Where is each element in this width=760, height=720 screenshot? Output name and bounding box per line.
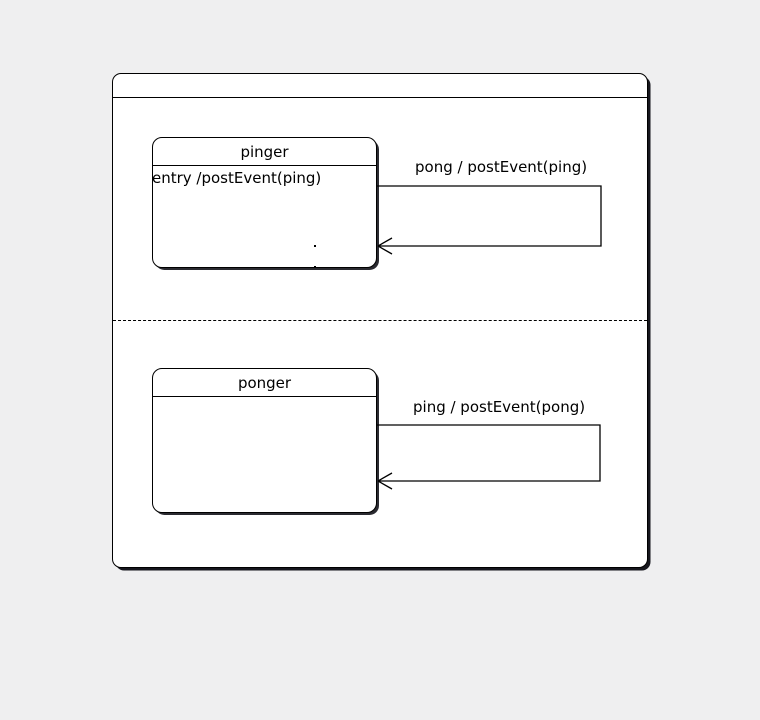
state-pinger-entry-action: entry /postEvent(ping) <box>153 169 322 187</box>
state-ponger-name: ponger <box>153 369 376 397</box>
render-artifact-dot <box>314 266 316 267</box>
transition-label-pinger-self: pong / postEvent(ping) <box>415 158 588 176</box>
state-ponger[interactable]: ponger <box>152 368 377 513</box>
state-pinger-body: entry /postEvent(ping) <box>153 166 376 267</box>
state-ponger-body <box>153 397 376 512</box>
orthogonal-region-divider <box>113 320 647 321</box>
state-pinger-name: pinger <box>153 138 376 166</box>
state-pinger[interactable]: pinger entry /postEvent(ping) <box>152 137 377 268</box>
transition-label-ponger-self: ping / postEvent(pong) <box>413 398 586 416</box>
render-artifact-dot <box>314 245 316 247</box>
composite-state-title <box>113 74 647 98</box>
